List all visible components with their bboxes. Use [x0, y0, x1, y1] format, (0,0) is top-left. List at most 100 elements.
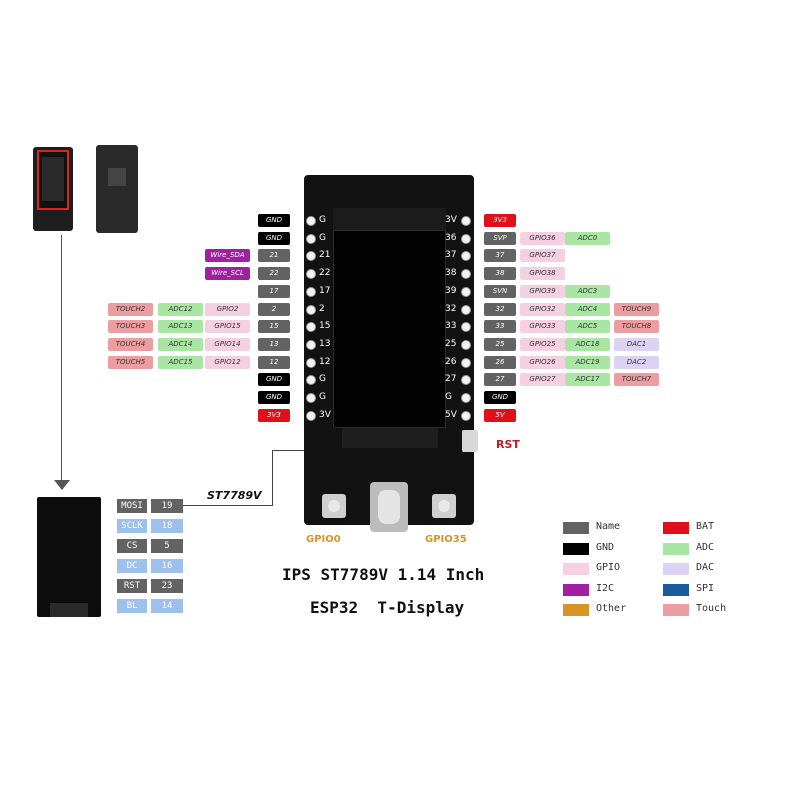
legend-swatch-gpio	[563, 563, 589, 575]
header-pin-label: G	[319, 215, 326, 225]
header-pin-label: 38	[445, 268, 457, 279]
pin-tag-gpio: GPIO15	[205, 320, 250, 334]
lcd-module-flex	[50, 603, 88, 617]
pin-tag-adc: ADC19	[565, 355, 610, 369]
lcd-pin-value: 18	[151, 519, 183, 533]
header-pin	[306, 269, 316, 280]
pin-tag-name: 27	[484, 373, 516, 387]
lcd-pin-value: 5	[151, 539, 183, 553]
header-pin	[461, 269, 471, 280]
legend-swatch-bat	[663, 522, 689, 534]
lcd-pin-value: 16	[151, 559, 183, 573]
header-pin-label: 13	[319, 338, 331, 349]
pin-tag-adc: ADC18	[565, 337, 610, 351]
lcd-pin-value: 14	[151, 599, 183, 613]
header-pin-label: G	[319, 232, 326, 243]
pin-tag-touch: TOUCH4	[108, 337, 153, 351]
legend-label-gpio: GPIO	[596, 562, 621, 573]
pin-tag-gpio: GPIO39	[520, 284, 565, 298]
header-pin	[461, 322, 471, 333]
gpio35-label: GPIO35	[425, 534, 467, 545]
header-pin-label: 3V	[319, 409, 331, 420]
header-pin	[461, 233, 471, 244]
reset-button-icon[interactable]	[462, 430, 478, 452]
lcd-pin-name: CS	[117, 539, 147, 553]
pin-tag-name: 32	[484, 302, 516, 316]
header-pin	[306, 322, 316, 333]
gpio0-button[interactable]	[322, 494, 346, 518]
pin-tag-gnd: GND	[258, 391, 290, 404]
pin-tag-gpio: GPIO2	[205, 302, 250, 316]
thumbnail-chip	[108, 168, 126, 186]
pin-tag-name: 13	[258, 337, 290, 351]
legend-swatch-other	[563, 604, 589, 616]
pin-tag-touch: TOUCH5	[108, 355, 153, 369]
lcd-pin-value: 19	[151, 499, 183, 513]
legend-swatch-name	[563, 522, 589, 534]
board-bezel	[333, 208, 446, 230]
header-pin-label: 39	[445, 285, 457, 296]
pin-tag-touch: TOUCH2	[108, 302, 153, 316]
lcd-pin-name: BL	[117, 599, 147, 613]
header-pin	[306, 304, 316, 315]
header-pin-label: 32	[445, 303, 457, 314]
header-pin	[306, 375, 316, 386]
pin-tag-name: SVN	[484, 284, 516, 298]
pin-tag-bat: 5V	[484, 408, 516, 422]
pin-tag-touch: TOUCH9	[614, 302, 659, 316]
pin-tag-i2c: Wire_SCL	[205, 267, 250, 281]
header-pin	[461, 393, 471, 403]
rst-label: RST	[496, 438, 520, 451]
pin-tag-gpio: GPIO33	[520, 320, 565, 334]
header-pin	[461, 410, 471, 421]
header-pin	[306, 357, 316, 368]
header-pin-label: 3V	[445, 215, 457, 225]
gpio35-button[interactable]	[432, 494, 456, 518]
pin-tag-name: 33	[484, 320, 516, 334]
legend-label-i2c: I2C	[596, 582, 615, 594]
down-arrow-icon	[54, 480, 70, 490]
header-pin-label: 26	[445, 356, 457, 367]
header-pin	[306, 410, 316, 421]
header-pin	[306, 251, 316, 262]
lcd-pin-name: RST	[117, 579, 147, 593]
pin-tag-name: 37	[484, 249, 516, 263]
flex-cable	[342, 428, 438, 448]
usb-c-port-inner	[378, 490, 400, 524]
header-pin-label: G	[319, 374, 326, 385]
pin-tag-adc: ADC3	[565, 284, 610, 298]
pin-tag-adc: ADC4	[565, 302, 610, 316]
lcd-pin-value: 23	[151, 579, 183, 593]
legend-label-gnd: GND	[596, 541, 615, 553]
pin-tag-touch: TOUCH3	[108, 320, 153, 334]
pin-tag-adc: ADC0	[565, 231, 610, 245]
pin-tag-adc: ADC17	[565, 373, 610, 387]
pin-tag-name: 25	[484, 337, 516, 351]
lcd-screen	[333, 230, 446, 428]
pin-tag-adc: ADC5	[565, 320, 610, 334]
pin-tag-gpio: GPIO12	[205, 355, 250, 369]
header-pin-label: 17	[319, 285, 331, 296]
header-pin-label: 2	[319, 303, 325, 314]
chip-callout-underline	[183, 505, 273, 506]
pin-tag-bat: 3V3	[258, 408, 290, 422]
pin-tag-name: 2	[258, 302, 290, 316]
pin-tag-dac: DAC2	[614, 355, 659, 369]
header-pin-label: 36	[445, 232, 457, 243]
pin-tag-name: 21	[258, 249, 290, 263]
header-pin	[461, 216, 471, 226]
pin-tag-gnd: GND	[258, 373, 290, 387]
title-line-2: ESP32 T-Display	[310, 598, 465, 617]
pin-tag-adc: ADC14	[158, 337, 203, 351]
header-pin	[306, 286, 316, 297]
pin-tag-gpio: GPIO36	[520, 231, 565, 245]
pin-tag-gnd: GND	[258, 214, 290, 227]
pin-tag-name: 22	[258, 267, 290, 281]
pin-tag-name: SVP	[484, 231, 516, 245]
pin-tag-name: 15	[258, 320, 290, 334]
pin-tag-name: 26	[484, 355, 516, 369]
thumbnail-screen	[42, 157, 64, 201]
title-line-1: IPS ST7789V 1.14 Inch	[282, 565, 485, 584]
connector-line	[61, 235, 62, 485]
lcd-pin-name: MOSI	[117, 499, 147, 513]
